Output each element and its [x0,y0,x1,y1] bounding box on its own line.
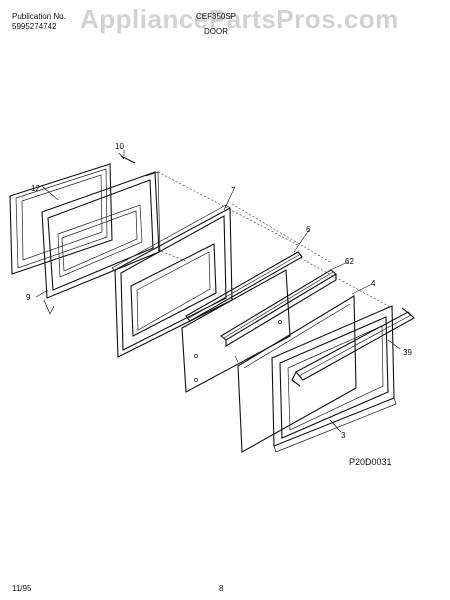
part-6-top-trim [185,251,303,322]
part-7-outer-door-panel [111,204,233,358]
part-10-screw [118,152,136,164]
callout-39: 39 [403,348,412,357]
door-back-panel [181,269,291,393]
callout-7: 7 [231,186,236,195]
part-12-door-gasket [9,163,113,275]
callout-10: 10 [115,142,124,151]
watermark: AppliancePartsPros.com [80,4,399,34]
section-title: DOOR [204,27,228,36]
callout-3: 3 [341,431,346,440]
part-39-door-handle [291,307,415,387]
footer-page-number: 8 [219,584,224,593]
part-62-channel [220,269,337,347]
publication-number: 5995274742 [12,22,57,31]
publication-label: Publication No. [12,12,66,21]
callout-4: 4 [371,279,376,288]
callout-6: 6 [306,225,311,234]
model-number: CEF350SP [196,12,237,21]
assembly-guide-lines [157,171,393,309]
part-4-door-glass [237,295,357,453]
leader-lines [35,150,401,433]
callout-labels: 10 12 7 6 62 4 9 39 3 [26,142,412,440]
callout-62: 62 [345,257,354,266]
callout-9: 9 [26,293,31,302]
callout-12: 12 [31,184,40,193]
footer-date: 11/95 [12,584,32,593]
part-3-door-frame [271,305,397,453]
diagram-code: P20D0031 [349,457,392,467]
